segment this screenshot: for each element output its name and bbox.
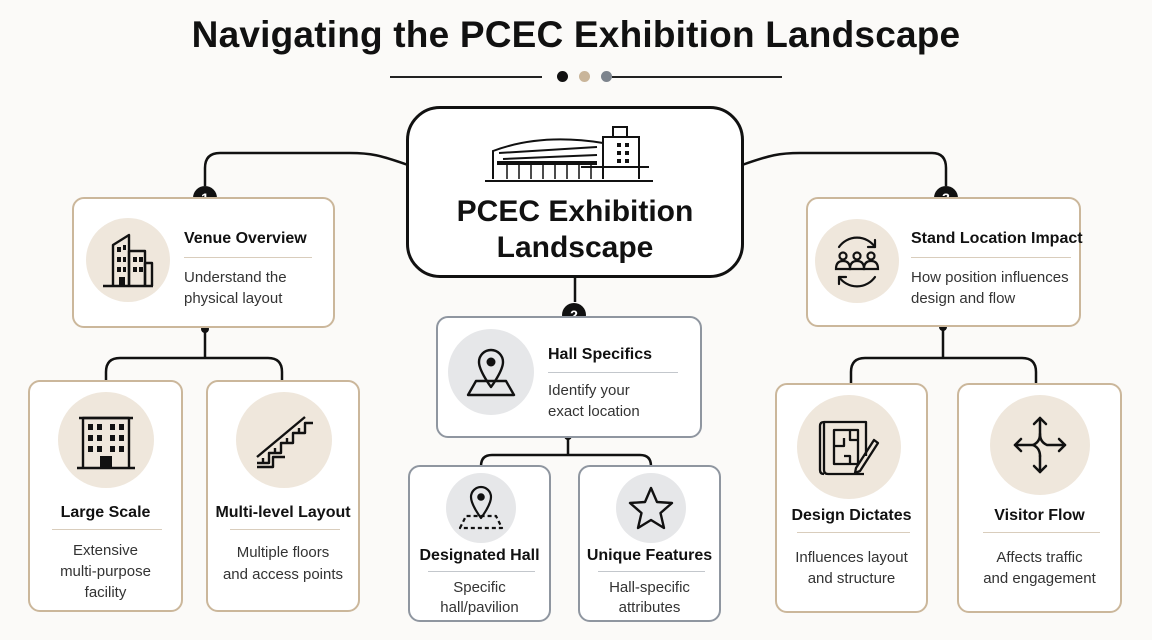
child-title: Visitor Flow: [994, 507, 1085, 524]
child-desc-line1: Affects traffic: [996, 549, 1083, 566]
star-icon: [628, 486, 674, 530]
branch-title: Venue Overview: [184, 230, 307, 247]
branch-desc-line2: design and flow: [911, 290, 1016, 307]
child-visitor-flow: Visitor Flow Affects traffic and engagem…: [957, 383, 1122, 613]
child-desc-line1: Multiple floors: [236, 544, 330, 561]
branch-desc-line2: exact location: [548, 403, 640, 420]
child-title: Designated Hall: [419, 547, 540, 564]
branch-desc-line2: physical layout: [184, 290, 283, 307]
central-title-line1: PCEC Exhibition: [456, 195, 694, 228]
child-design-dictates: Design Dictates Influences layout and st…: [775, 383, 928, 613]
child-designated-hall: Designated Hall Specific hall/pavilion: [408, 465, 551, 622]
building-icon: [103, 233, 154, 288]
child-desc-line1: Specific: [453, 579, 506, 596]
child-desc-line2: multi-purpose: [60, 563, 151, 580]
central-title-line2: Landscape: [496, 231, 654, 264]
child-multi-level-layout: Multi-level Layout Multiple floors and a…: [206, 380, 360, 612]
branch-title: Stand Location Impact: [911, 230, 1083, 247]
map-pin-icon: [466, 348, 516, 397]
location-pin-icon: [458, 485, 504, 530]
child-unique-features: Unique Features Hall-specific attributes: [578, 465, 721, 622]
central-node: PCEC Exhibition Landscape: [406, 106, 744, 278]
child-title: Design Dictates: [791, 507, 912, 524]
branch-desc-line1: Identify your: [548, 382, 630, 399]
child-desc-line3: facility: [84, 584, 127, 601]
child-desc-line2: attributes: [618, 599, 681, 616]
stairs-icon: [256, 416, 313, 469]
branch-desc-line1: Understand the: [184, 269, 287, 286]
child-desc-line2: and access points: [222, 566, 344, 583]
blueprint-icon: [818, 420, 880, 476]
office-building-icon: [77, 416, 135, 470]
branch-stand-location-impact: Stand Location Impact How position influ…: [806, 197, 1083, 327]
branch-hall-specifics: Hall Specifics Identify your exact locat…: [436, 316, 702, 438]
branch-venue-overview: Venue Overview Understand the physical l…: [72, 197, 335, 328]
page-title: Navigating the PCEC Exhibition Landscape: [191, 14, 961, 55]
child-desc-line1: Extensive: [72, 542, 139, 559]
arrows-icon: [1013, 416, 1067, 474]
child-desc-line2: and structure: [807, 570, 896, 587]
people-cycle-icon: [834, 236, 880, 288]
child-desc-line2: and engagement: [983, 570, 1096, 587]
branch-desc-line1: How position influences: [911, 269, 1069, 286]
child-large-scale: Large Scale Extensive multi-purpose faci…: [28, 380, 183, 612]
child-desc-line1: Hall-specific: [609, 579, 690, 596]
child-title: Unique Features: [586, 547, 713, 564]
child-title: Large Scale: [60, 504, 151, 521]
child-desc-line1: Influences layout: [795, 549, 908, 566]
child-desc-line2: hall/pavilion: [440, 599, 519, 616]
branch-title: Hall Specifics: [548, 346, 653, 363]
convention-center-icon: [481, 123, 657, 190]
child-title: Multi-level Layout: [215, 504, 351, 521]
